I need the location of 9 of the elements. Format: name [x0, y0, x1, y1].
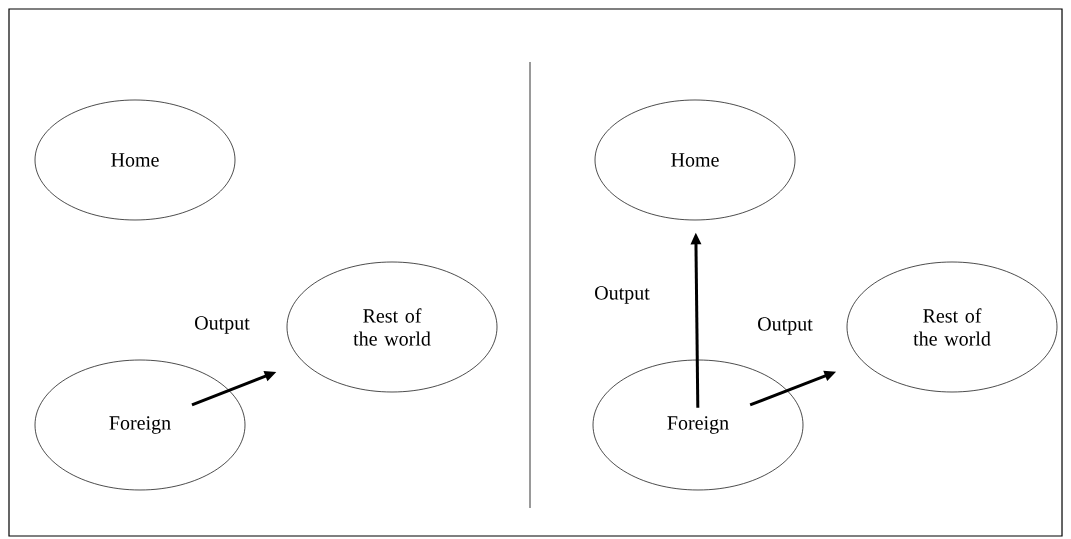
- edge-label: Output: [593, 285, 651, 305]
- edge-label: Output: [756, 316, 814, 336]
- ellipse-node: Foreign: [592, 359, 804, 491]
- ellipse-node: Rest of the world: [286, 261, 498, 393]
- ellipse-node: Home: [594, 99, 796, 221]
- edge-label: Output: [193, 315, 251, 335]
- ellipse-node: Home: [34, 99, 236, 221]
- ellipse-node: Rest of the world: [846, 261, 1058, 393]
- ellipse-node: Foreign: [34, 359, 246, 491]
